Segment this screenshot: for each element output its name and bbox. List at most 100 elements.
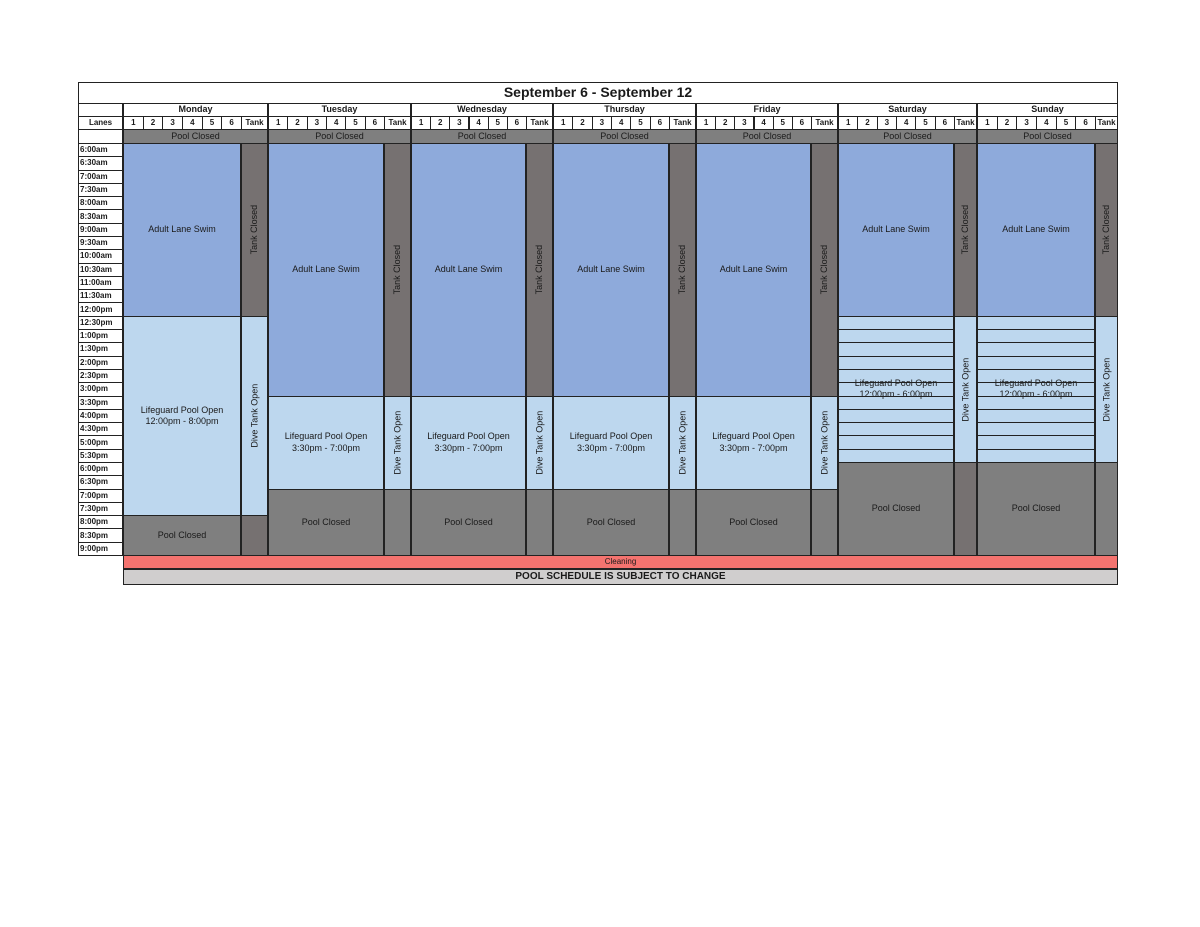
pool-closed-block: Pool Closed: [411, 488, 526, 556]
pool-closed-block: Pool Closed: [696, 488, 811, 556]
lane-header: 6: [791, 116, 812, 130]
pool-adult-block: Adult Lane Swim: [838, 143, 954, 317]
block-label: Pool Closed: [729, 516, 778, 527]
pool-closed-block: Pool Closed: [553, 488, 669, 556]
time-label: 12:30pm: [78, 315, 123, 331]
row-divider: [838, 448, 954, 450]
lane-header: 4: [753, 116, 774, 130]
block-label: Dive Tank Open: [818, 410, 829, 475]
time-label: 5:30pm: [78, 448, 123, 463]
time-label: 6:30pm: [78, 475, 123, 490]
tank-lg-block: Dive Tank Open: [669, 395, 696, 490]
lane-header: 2: [430, 116, 451, 130]
lane-header: 3: [449, 116, 470, 130]
time-label: 11:30am: [78, 289, 123, 304]
block-label: Tank Closed: [818, 244, 829, 295]
time-label: 9:00am: [78, 222, 123, 238]
block-label: Tank Closed: [1100, 205, 1111, 255]
row-divider: [977, 368, 1095, 370]
lane-header: 5: [345, 116, 366, 130]
pool-closed-block: Pool Closed: [123, 515, 241, 556]
block-label: Dive Tank Open: [1100, 357, 1111, 422]
tank-tankc-block: [954, 461, 977, 556]
time-label: 7:30am: [78, 182, 123, 198]
pool-adult-block: Adult Lane Swim: [553, 143, 669, 397]
tank-closed-block: [669, 488, 696, 556]
tank-tankc-block: Tank Closed: [954, 143, 977, 317]
tank-lg-block: Dive Tank Open: [384, 395, 411, 490]
time-label: 1:30pm: [78, 342, 123, 357]
pool-adult-block: Adult Lane Swim: [123, 143, 241, 317]
block-label: Tank Closed: [248, 205, 259, 255]
row-divider: [977, 448, 1095, 450]
lane-header: 3: [162, 116, 183, 130]
time-label: 8:00am: [78, 196, 123, 211]
row-divider: [838, 368, 954, 370]
block-label: Dive Tank Open: [248, 384, 259, 448]
lane-header: 1: [411, 116, 432, 130]
time-label: 7:30pm: [78, 501, 123, 517]
corner-cell: [78, 103, 123, 117]
lane-header: 3: [1016, 116, 1037, 130]
block-label: Adult Lane Swim: [719, 264, 788, 275]
time-label: 1:00pm: [78, 329, 123, 344]
block-label: Adult Lane Swim: [1002, 224, 1070, 235]
lane-header: 2: [287, 116, 308, 130]
lane-header: 5: [772, 116, 793, 130]
lane-header: 6: [934, 116, 955, 130]
row-divider: [838, 382, 954, 384]
tank-lg-block: Dive Tank Open: [1095, 315, 1118, 463]
row-divider: [977, 329, 1095, 331]
tank-closed-block: [811, 488, 838, 556]
block-time-range: 3:30pm - 7:00pm: [576, 442, 646, 453]
tank-closed-block: [526, 488, 553, 556]
block-label: Tank Closed: [676, 244, 687, 295]
tank-tankc-block: Tank Closed: [811, 143, 838, 397]
lane-header: 5: [487, 116, 508, 130]
lane-header: 6: [1075, 116, 1096, 130]
block-label: Lifeguard Pool Open: [284, 431, 368, 442]
row-divider: [977, 435, 1095, 437]
time-label: 2:30pm: [78, 368, 123, 384]
lane-header: 4: [182, 116, 203, 130]
tank-lg-block: Dive Tank Open: [954, 315, 977, 463]
block-label: Lifeguard Pool Open: [140, 404, 224, 415]
day-header-sunday: Sunday: [977, 103, 1118, 117]
lane-header: 2: [996, 116, 1018, 130]
pool-closed-morning: Pool Closed: [838, 129, 977, 144]
time-label: 3:00pm: [78, 382, 123, 397]
block-label: Dive Tank Open: [959, 357, 970, 422]
pool-closed-block: Pool Closed: [977, 461, 1095, 556]
block-label: Lifeguard Pool Open: [712, 431, 795, 442]
blank-cell: [78, 129, 123, 144]
pool-closed-block: Pool Closed: [838, 461, 954, 556]
pool-closed-morning: Pool Closed: [268, 129, 411, 144]
tank-header: Tank: [526, 116, 553, 130]
lane-header: 5: [915, 116, 936, 130]
day-header-saturday: Saturday: [838, 103, 977, 117]
block-label: Pool Closed: [301, 516, 351, 527]
time-label: 6:30am: [78, 156, 123, 171]
block-label: Adult Lane Swim: [577, 264, 645, 275]
lane-header: 5: [630, 116, 651, 130]
pool-adult-block: Adult Lane Swim: [696, 143, 811, 397]
row-divider: [838, 355, 954, 357]
row-divider: [838, 422, 954, 424]
block-label: Adult Lane Swim: [292, 264, 360, 275]
tank-tankc-block: Tank Closed: [1095, 143, 1118, 317]
pool-closed-morning: Pool Closed: [411, 129, 553, 144]
lane-header: 5: [1055, 116, 1077, 130]
row-divider: [977, 342, 1095, 344]
tank-tankc-block: Tank Closed: [526, 143, 553, 397]
block-label: Lifeguard Pool Open: [569, 431, 653, 442]
lane-header: 2: [715, 116, 736, 130]
day-header-tuesday: Tuesday: [268, 103, 411, 117]
lane-header: 1: [268, 116, 289, 130]
lane-header: 1: [553, 116, 574, 130]
pool-closed-morning: Pool Closed: [696, 129, 838, 144]
block-label: Pool Closed: [444, 516, 493, 527]
